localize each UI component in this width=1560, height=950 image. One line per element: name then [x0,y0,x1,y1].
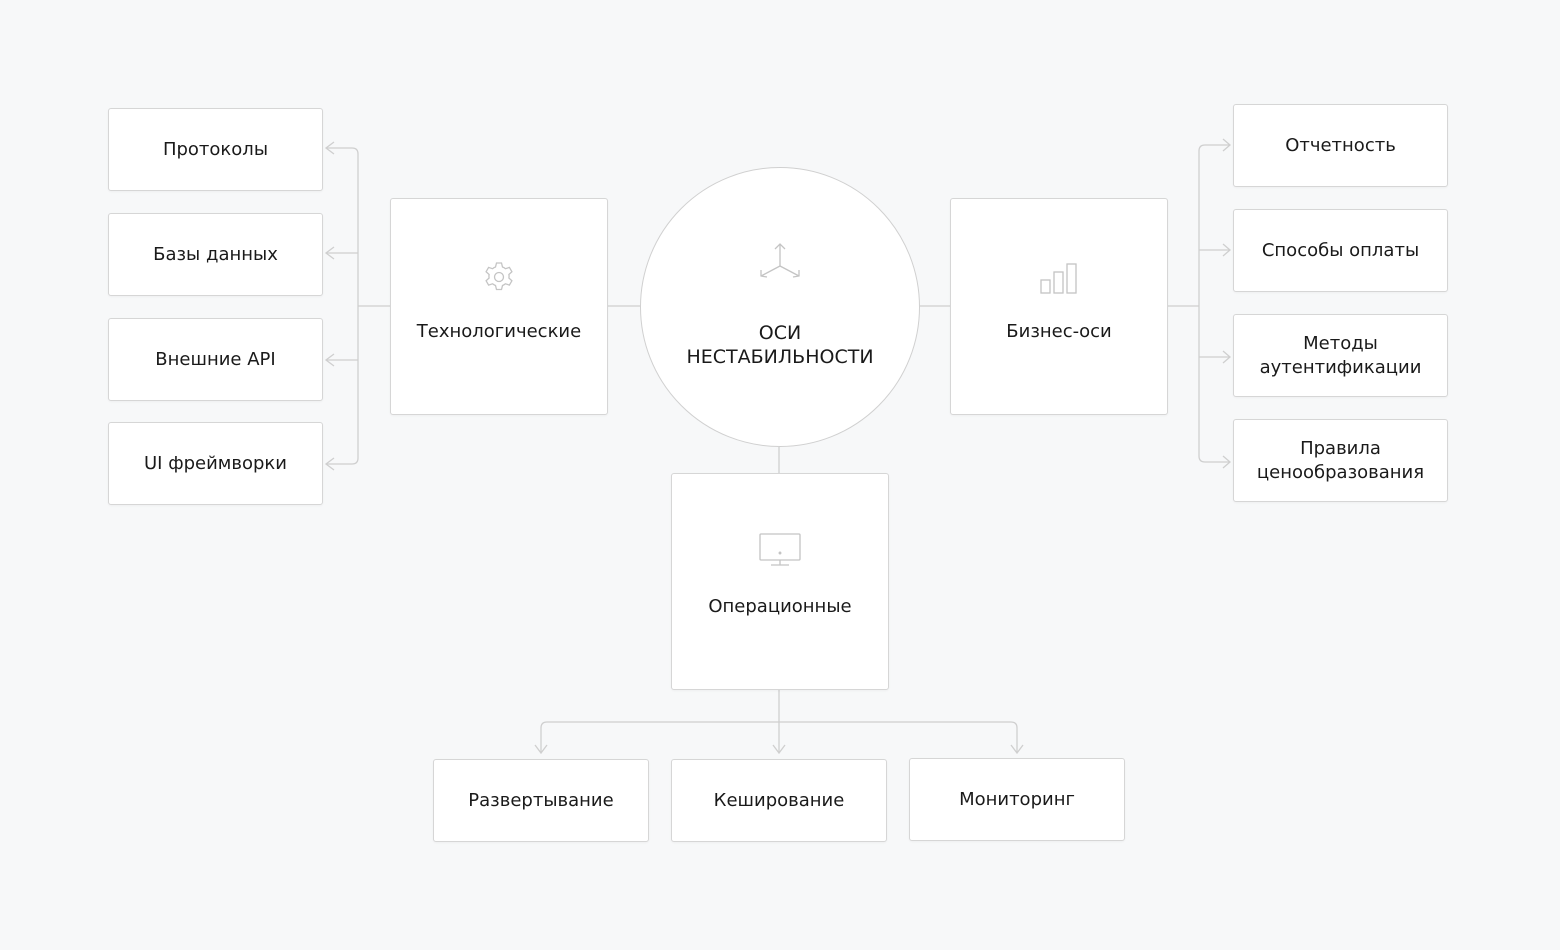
tech-item-ui-frameworks[interactable]: UI фреймворки [108,422,323,505]
category-ops[interactable]: Операционные [671,473,889,690]
monitor-icon [758,532,802,572]
category-business[interactable]: Бизнес-оси [950,198,1168,415]
category-tech-label: Технологические [416,321,582,342]
item-label: Базы данных [153,243,278,265]
ops-item-caching[interactable]: Кеширование [671,759,887,842]
category-tech[interactable]: Технологические [390,198,608,415]
item-label: Мониторинг [959,788,1075,810]
business-item-reporting[interactable]: Отчетность [1233,104,1448,187]
item-label: Внешние API [155,348,276,370]
item-label: Отчетность [1285,134,1396,156]
item-label: Кеширование [713,789,845,811]
item-label-line1: Методы [1303,332,1378,354]
item-label: Протоколы [162,138,269,160]
category-ops-label: Операционные [708,596,852,617]
center-label-line1: ОСИ [758,322,802,344]
item-label: Способы оплаты [1261,239,1420,261]
tech-item-databases[interactable]: Базы данных [108,213,323,296]
business-item-payment-methods[interactable]: Способы оплаты [1233,209,1448,292]
item-label-line1: Правила [1300,437,1381,459]
center-label-line2: НЕСТАБИЛЬНОСТИ [686,346,874,368]
item-label-line2: ценообразования [1256,461,1425,483]
center-node[interactable]: ОСИ НЕСТАБИЛЬНОСТИ [640,167,920,447]
gear-icon [481,259,517,299]
item-label: UI фреймворки [144,452,287,474]
item-label: Развертывание [468,789,614,811]
category-business-label: Бизнес-оси [1006,321,1112,342]
ops-item-monitoring[interactable]: Мониторинг [909,758,1125,841]
item-label-line2: аутентификации [1259,356,1422,378]
ops-item-deployment[interactable]: Развертывание [433,759,649,842]
tech-item-external-api[interactable]: Внешние API [108,318,323,401]
bar-chart-icon [1039,259,1079,299]
center-label: ОСИ НЕСТАБИЛЬНОСТИ [641,321,919,369]
axes-3d-icon [758,242,802,286]
tech-item-protocols[interactable]: Протоколы [108,108,323,191]
